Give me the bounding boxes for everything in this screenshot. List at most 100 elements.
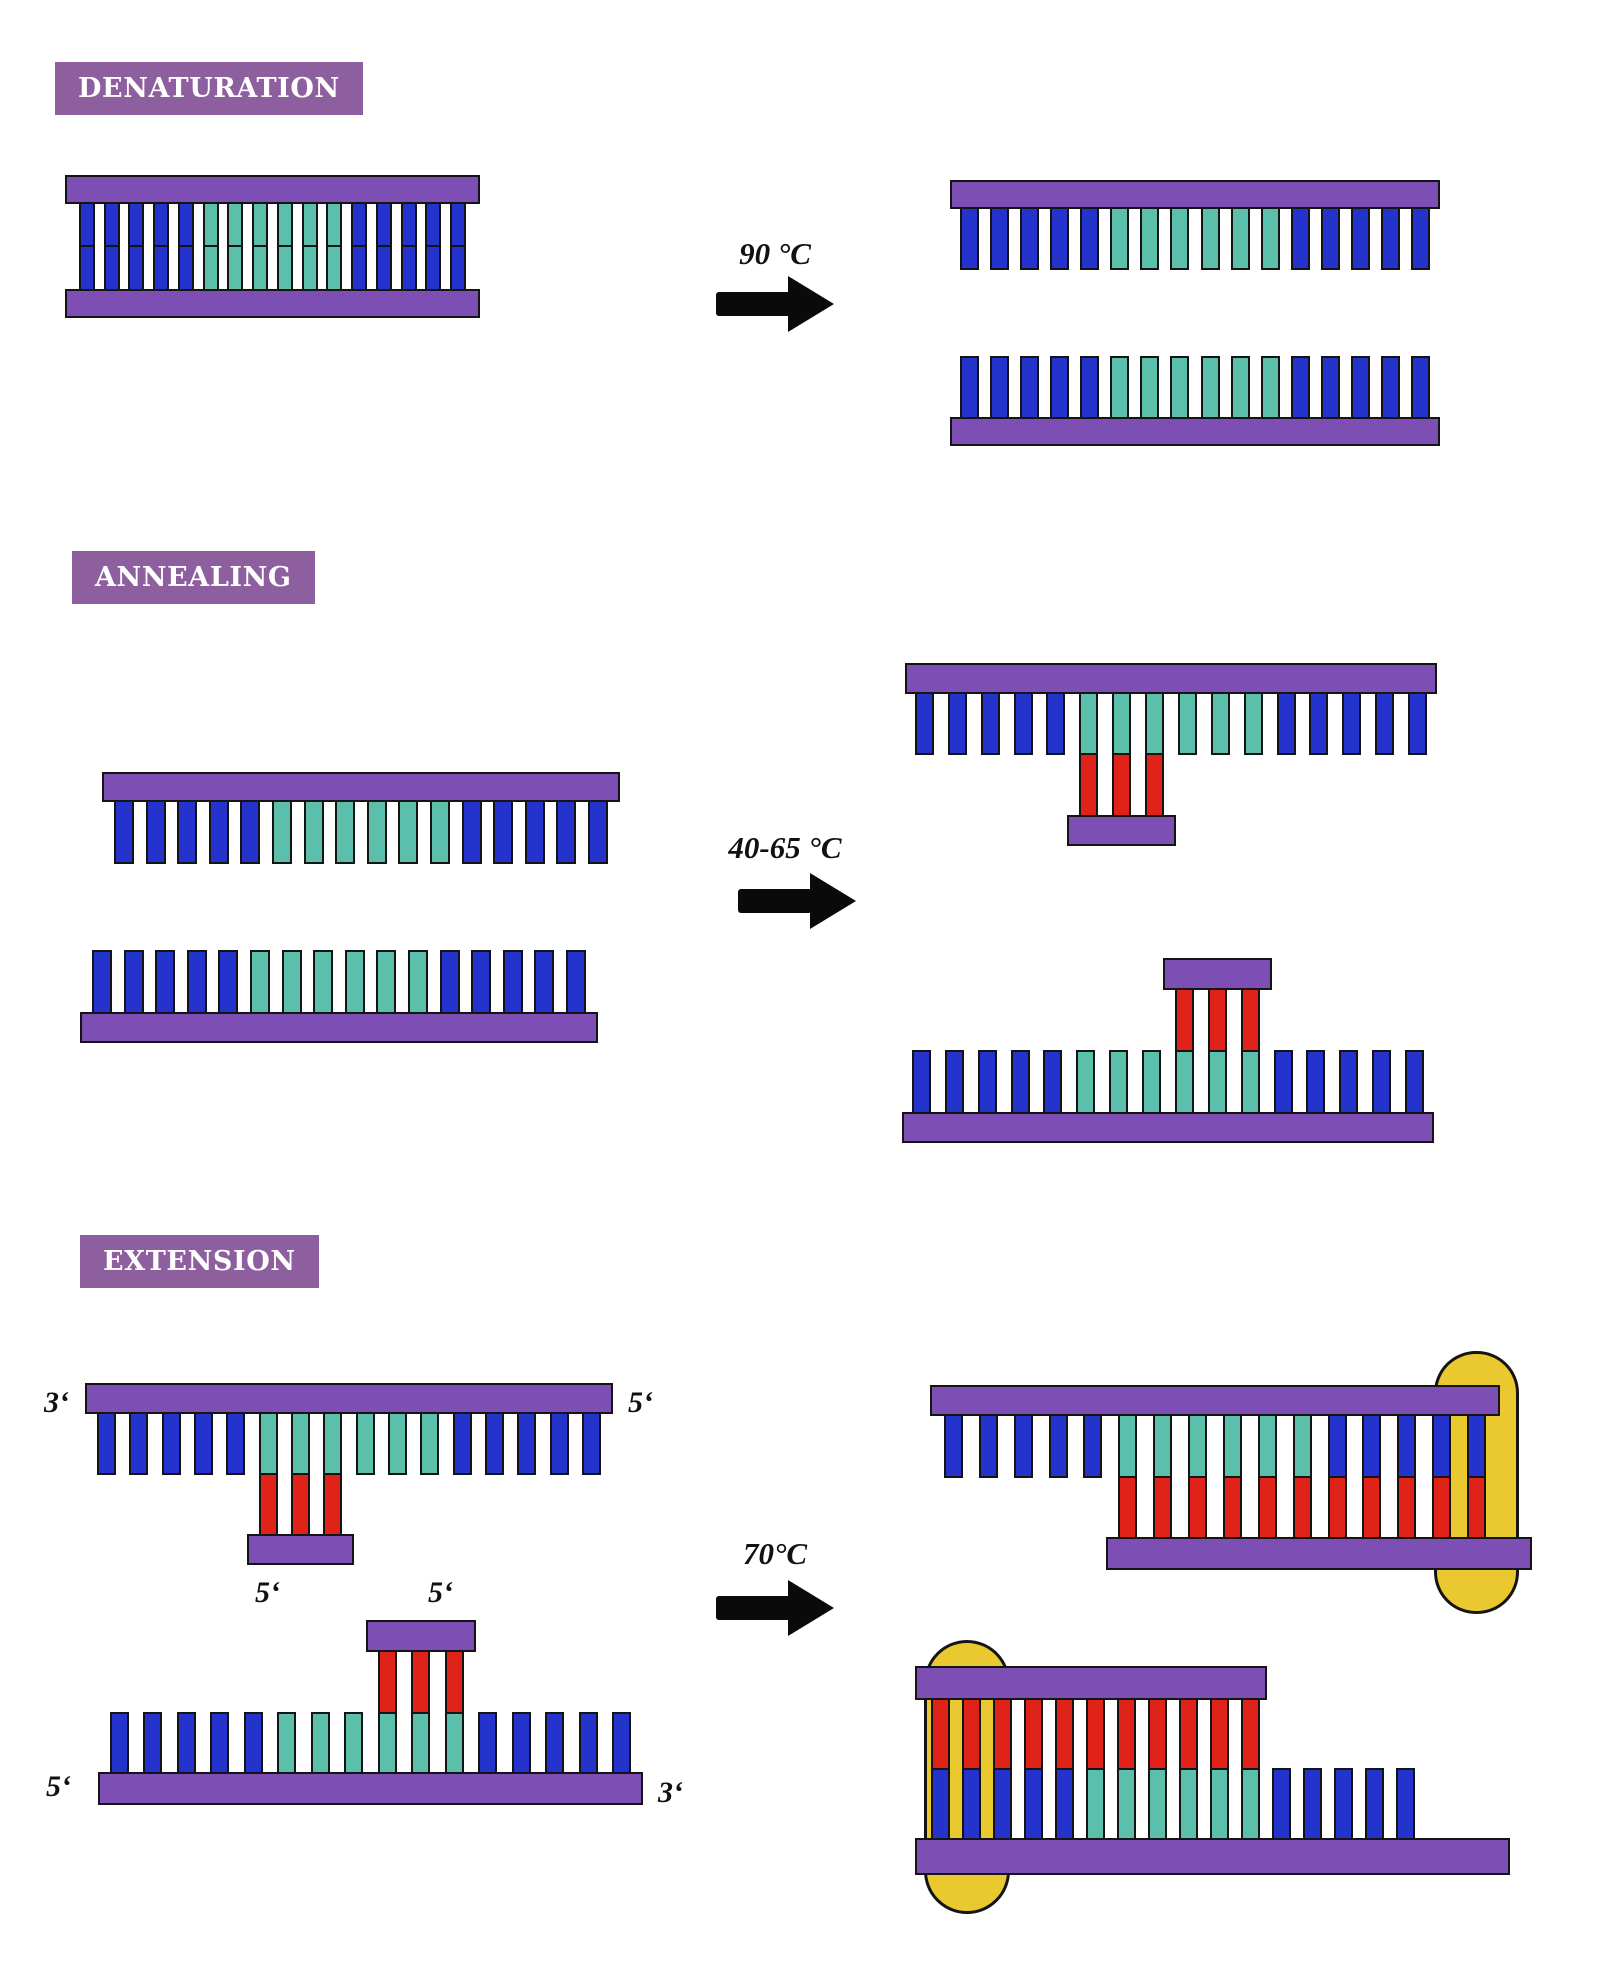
dna-base-blue <box>947 692 967 755</box>
dna-base-blue <box>103 245 120 291</box>
dna-base-teal <box>202 245 219 291</box>
dna-base-teal <box>1153 1414 1173 1478</box>
dna-base-teal <box>1200 356 1220 419</box>
dna-base-teal <box>1179 1768 1198 1840</box>
new-strand-base-red <box>931 1698 950 1770</box>
dna-base-teal <box>355 1412 375 1475</box>
dna-base-blue <box>153 245 170 291</box>
dna-base-blue <box>145 800 166 864</box>
dna-base-blue <box>980 692 1000 755</box>
dna-base-blue <box>471 950 492 1014</box>
dna-base-teal <box>444 1712 464 1774</box>
dna-base-teal <box>1112 692 1132 755</box>
dna-base-blue <box>351 202 368 247</box>
dna-base-teal <box>388 1412 407 1475</box>
dna-base-blue <box>485 1412 504 1475</box>
new-strand-base-red <box>1222 1476 1242 1539</box>
primer-backbone <box>246 1534 355 1565</box>
new-strand-backbone <box>915 1666 1267 1700</box>
dna-base-teal <box>1174 1050 1194 1114</box>
prime-end-label-bottom-primer: 5‘ <box>428 1576 453 1609</box>
new-strand-base-red <box>993 1698 1012 1770</box>
dna-base-teal <box>276 202 293 247</box>
primer-base-red <box>1207 988 1227 1052</box>
dna-base-blue <box>1362 1414 1382 1478</box>
dna-base-blue <box>1272 1768 1291 1840</box>
dna-base-blue <box>1339 1050 1359 1114</box>
dna-base-blue <box>990 356 1010 419</box>
dna-base-teal <box>1145 692 1165 755</box>
new-strand-base-red <box>1117 1698 1136 1770</box>
dna-base-teal <box>1170 356 1190 419</box>
dna-base-blue <box>1327 1414 1347 1478</box>
dna-base-blue <box>153 202 170 247</box>
dna-base-blue <box>155 950 176 1014</box>
dna-base-blue <box>450 202 466 247</box>
dna-base-blue <box>177 202 194 247</box>
dna-base-blue <box>944 1414 963 1478</box>
dna-base-blue <box>210 1712 230 1774</box>
new-strand-base-red <box>1179 1698 1198 1770</box>
dna-base-blue <box>990 207 1010 270</box>
dna-base-teal <box>323 1412 343 1475</box>
dna-base-blue <box>1048 1414 1068 1478</box>
dna-base-teal <box>301 202 318 247</box>
dna-backbone <box>930 1385 1500 1416</box>
dna-base-teal <box>1110 356 1130 419</box>
dna-base-teal <box>252 245 269 291</box>
dna-base-blue <box>1083 1414 1103 1478</box>
dna-base-blue <box>978 1414 998 1478</box>
dna-backbone <box>950 180 1440 209</box>
dna-backbone <box>65 289 480 318</box>
dna-base-teal <box>1230 356 1250 419</box>
dna-base-teal <box>281 950 302 1014</box>
dna-base-teal <box>1292 1414 1312 1478</box>
new-strand-base-red <box>1327 1476 1347 1539</box>
dna-base-blue <box>1320 356 1340 419</box>
dna-base-blue <box>493 800 514 864</box>
dna-base-blue <box>1375 692 1395 755</box>
primer-base-red <box>411 1650 431 1714</box>
dna-base-blue <box>1411 207 1430 270</box>
dna-base-teal <box>1260 207 1280 270</box>
primer-base-red <box>323 1473 343 1536</box>
dna-base-teal <box>1079 692 1099 755</box>
dna-base-blue <box>194 1412 213 1475</box>
new-strand-base-red <box>1257 1476 1277 1539</box>
dna-base-blue <box>1350 207 1370 270</box>
dna-base-blue <box>1303 1768 1322 1840</box>
dna-base-teal <box>1117 1768 1136 1840</box>
arrow-body <box>738 889 812 913</box>
dna-base-teal <box>1188 1414 1208 1478</box>
dna-base-blue <box>931 1768 950 1840</box>
dna-base-blue <box>400 245 417 291</box>
dna-base-blue <box>177 245 194 291</box>
dna-base-blue <box>1396 1768 1415 1840</box>
dna-base-blue <box>176 1712 196 1774</box>
dna-base-blue <box>425 202 442 247</box>
dna-base-blue <box>1276 692 1296 755</box>
section-label-annealing: ANNEALING <box>72 551 315 604</box>
dna-base-teal <box>252 202 269 247</box>
dna-base-blue <box>912 1050 931 1114</box>
dna-base-blue <box>1350 356 1370 419</box>
dna-backbone <box>80 1012 598 1043</box>
dna-base-blue <box>161 1412 181 1475</box>
dna-base-blue <box>177 800 198 864</box>
dna-base-blue <box>1055 1768 1074 1840</box>
section-label-denaturation: DENATURATION <box>55 62 363 115</box>
dna-base-blue <box>1365 1768 1384 1840</box>
prime-end-label-bottom-left: 5‘ <box>46 1770 71 1803</box>
prime-end-label-bottom-right: 3‘ <box>658 1776 683 1809</box>
dna-base-blue <box>1080 356 1100 419</box>
primer-base-red <box>1240 988 1260 1052</box>
dna-base-blue <box>578 1712 598 1774</box>
dna-base-teal <box>276 245 293 291</box>
dna-base-blue <box>375 202 392 247</box>
arrow-right-icon <box>738 873 858 929</box>
dna-base-teal <box>1086 1768 1105 1840</box>
dna-base-blue <box>1024 1768 1043 1840</box>
dna-backbone <box>905 663 1437 694</box>
dna-backbone <box>102 772 620 802</box>
dna-base-teal <box>310 1712 330 1774</box>
